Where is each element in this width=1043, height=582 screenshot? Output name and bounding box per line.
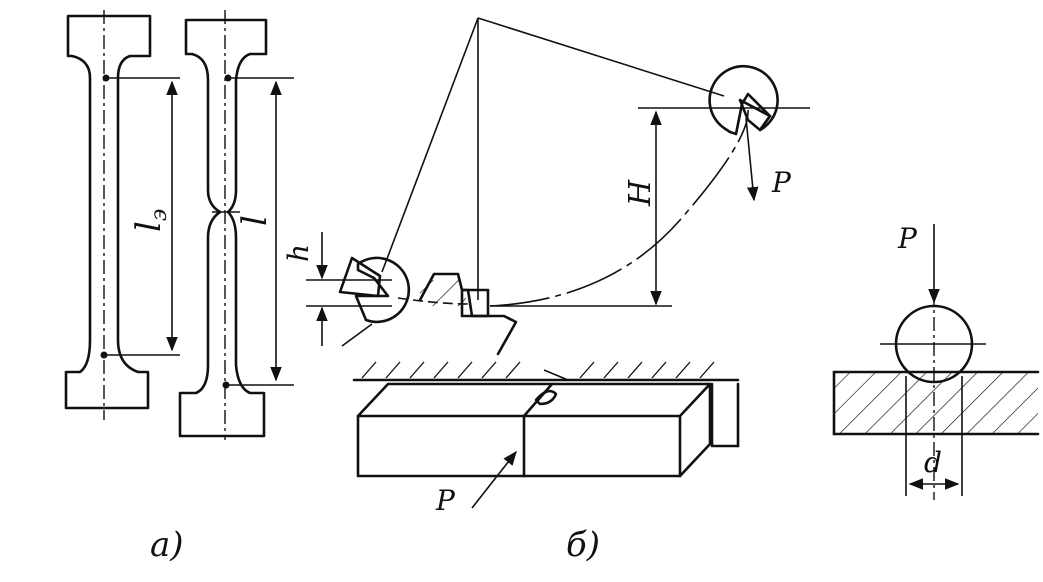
tensile-test-section: lэ l a) [64, 10, 294, 565]
impact-anvil [418, 272, 518, 356]
gauge-length-final-label: lэ [129, 209, 172, 232]
rise-height-label: h [282, 244, 315, 262]
indent-diameter-label: d [924, 446, 942, 479]
specimen-force-label: P [435, 484, 456, 517]
pendulum-force-label: P [771, 166, 792, 199]
specimen-before-test [64, 10, 180, 420]
indent-force-label: P [897, 222, 918, 255]
hardness-test-section: P d [832, 222, 1040, 500]
drop-height-label: H [623, 179, 658, 207]
gauge-length-initial-label: l [235, 215, 275, 226]
impact-test-section: H h P [282, 17, 810, 565]
part-b-label: б) [566, 525, 600, 565]
pendulum-swing-arc [489, 109, 749, 307]
part-a-label: a) [150, 525, 184, 565]
specimen-after-fracture [178, 10, 294, 440]
pendulum-hammer-lowered [306, 232, 411, 347]
impact-specimen-bar [352, 361, 740, 509]
pendulum-hammer-raised [638, 64, 810, 202]
